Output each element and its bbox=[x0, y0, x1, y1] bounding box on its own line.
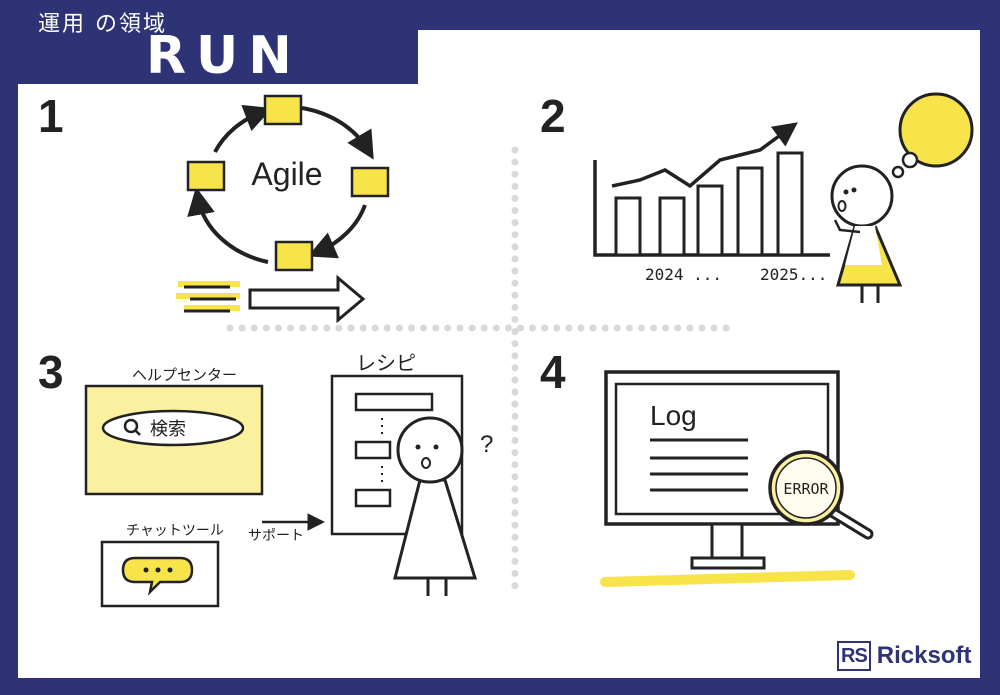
brand-logo: RS Ricksoft bbox=[837, 640, 971, 672]
agile-label: Agile bbox=[251, 156, 322, 192]
sticky-note-top bbox=[263, 94, 303, 126]
help-center-label: ヘルプセンター bbox=[132, 366, 237, 384]
sticky-note-right bbox=[350, 166, 390, 198]
magnifier: ERROR bbox=[768, 450, 874, 540]
sticky-note-bottom bbox=[274, 240, 314, 272]
brand-name: Ricksoft bbox=[876, 642, 972, 669]
chat-bubble-icon bbox=[121, 556, 194, 596]
recipe-label: レシピ bbox=[356, 351, 416, 375]
error-label: ERROR bbox=[783, 480, 829, 498]
help-center: ヘルプセンター 検索 bbox=[84, 366, 264, 496]
question-mark: ? bbox=[480, 431, 493, 458]
title-tab bbox=[0, 0, 418, 84]
search-icon bbox=[123, 418, 139, 434]
chat-tool-label: チャットツール bbox=[126, 523, 224, 539]
support-arrow: サポート bbox=[248, 513, 325, 544]
chart-axis-label-2025: 2025... bbox=[760, 265, 827, 284]
brand-mark: RS bbox=[837, 641, 871, 671]
quadrant-number-2: 2 bbox=[540, 90, 566, 142]
quadrant-number-1: 1 bbox=[38, 90, 64, 142]
chart-axis-label-2024: 2024 ... bbox=[645, 265, 722, 284]
thinking-person bbox=[830, 92, 974, 303]
search-label: 検索 bbox=[150, 419, 186, 440]
page-subtitle: 運用 の領域 bbox=[38, 12, 167, 37]
agile-cycle: Agile bbox=[186, 94, 390, 272]
chat-tool: チャットツール bbox=[100, 523, 224, 608]
quadrant-number-3: 3 bbox=[38, 346, 64, 398]
sticky-note-left bbox=[186, 160, 226, 192]
confused-person: ? bbox=[393, 416, 493, 596]
growth-chart: 2024 ... 2025... bbox=[593, 122, 830, 284]
quadrant-number-4: 4 bbox=[540, 346, 566, 398]
page-title: RUN bbox=[146, 26, 302, 86]
forward-arrow bbox=[176, 274, 366, 324]
log-label: Log bbox=[650, 400, 697, 431]
support-label: サポート bbox=[248, 528, 304, 544]
